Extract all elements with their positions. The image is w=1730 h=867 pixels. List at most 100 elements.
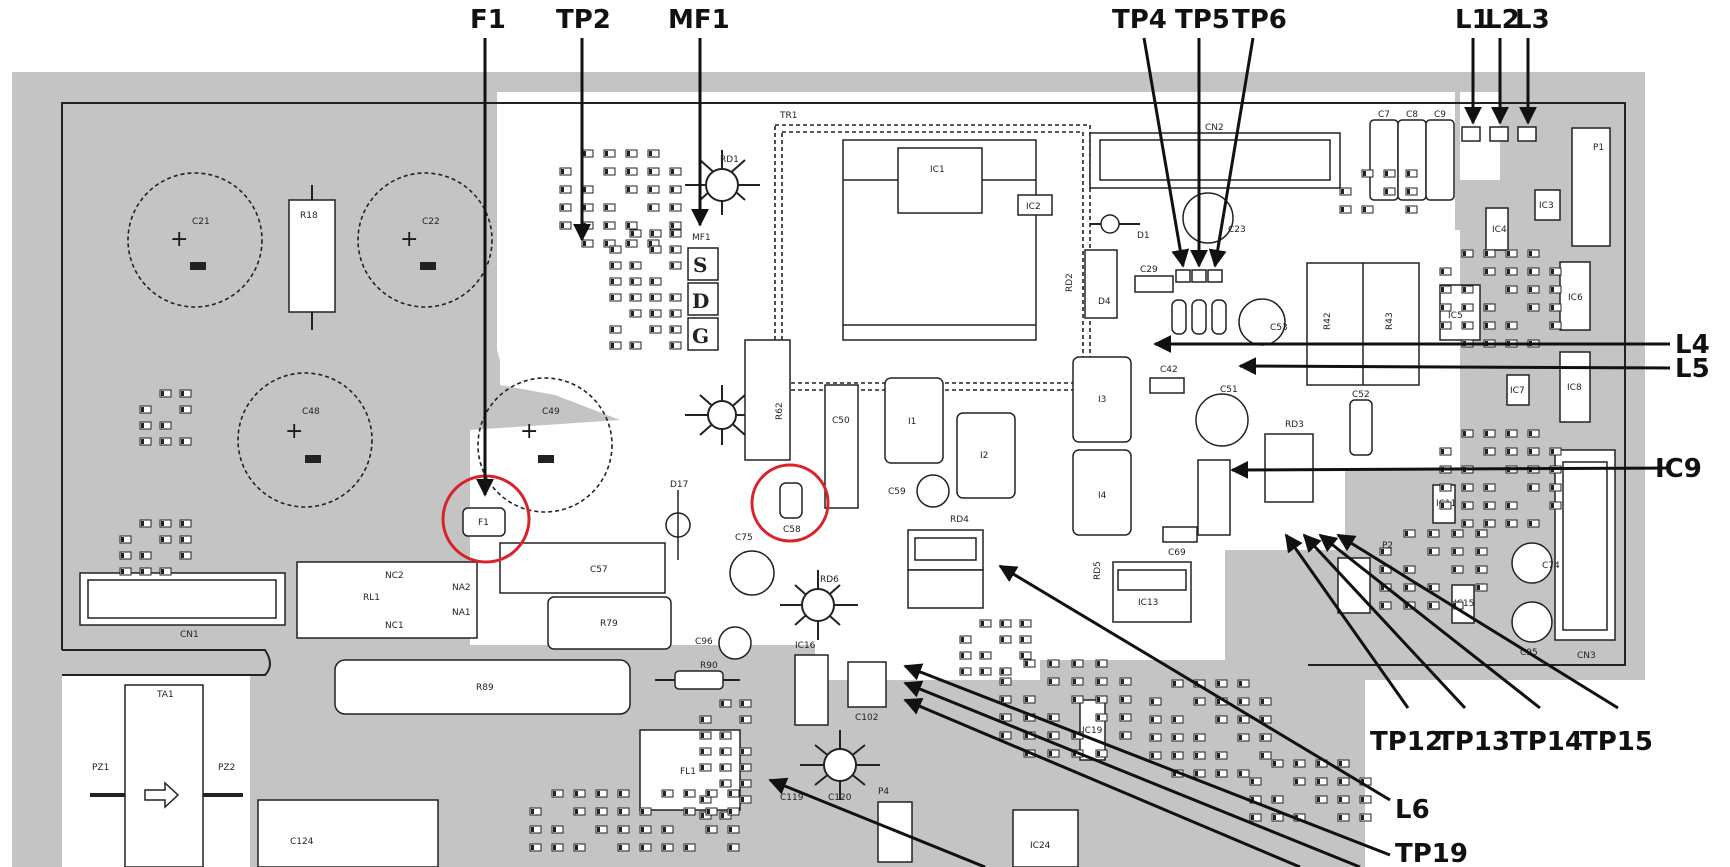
smd-pad-terminal bbox=[1049, 679, 1052, 684]
smd-pad bbox=[649, 309, 662, 318]
svg-text:IC15: IC15 bbox=[1454, 599, 1474, 609]
smd-pad bbox=[669, 229, 682, 238]
smd-pad bbox=[1483, 483, 1496, 492]
smd-pad-terminal bbox=[729, 809, 732, 814]
smd-pad-terminal bbox=[741, 781, 744, 786]
smd-pad-terminal bbox=[1173, 717, 1176, 722]
smd-pad-terminal bbox=[1261, 717, 1264, 722]
smd-pad-terminal bbox=[721, 701, 724, 706]
smd-pad-terminal bbox=[619, 827, 622, 832]
svg-text:RD6: RD6 bbox=[820, 575, 839, 585]
smd-pad bbox=[699, 715, 712, 724]
smd-pad-terminal bbox=[1097, 679, 1100, 684]
smd-pad bbox=[1439, 267, 1452, 276]
smd-pad bbox=[1439, 447, 1452, 456]
smd-pad-terminal bbox=[1001, 697, 1004, 702]
smd-pad-terminal bbox=[553, 791, 556, 796]
smd-pad-terminal bbox=[1381, 549, 1384, 554]
smd-pad-terminal bbox=[1295, 761, 1298, 766]
diode-d17: D17 bbox=[665, 480, 691, 560]
connector-cn2: CN2 bbox=[1089, 123, 1341, 189]
smd-pad-terminal bbox=[631, 343, 634, 348]
resistor-r18: R18 bbox=[288, 185, 336, 330]
smd-pad-terminal bbox=[161, 423, 164, 428]
smd-pad-terminal bbox=[1121, 679, 1124, 684]
smd-pad bbox=[1505, 321, 1518, 330]
smd-pad bbox=[1047, 677, 1060, 686]
smd-pad bbox=[1095, 659, 1108, 668]
smd-pad bbox=[1439, 321, 1452, 330]
svg-text:I2: I2 bbox=[980, 451, 988, 461]
callout-tp2: TP2 bbox=[556, 5, 611, 35]
capacitor-c74: C74 bbox=[1511, 542, 1560, 584]
smd-pad-terminal bbox=[1429, 585, 1432, 590]
smd-pad-terminal bbox=[1463, 431, 1466, 436]
callout-ic9: IC9 bbox=[1655, 454, 1702, 484]
smd-pad-terminal bbox=[1507, 503, 1510, 508]
smd-pad-terminal bbox=[611, 343, 614, 348]
callout-tp19: TP19 bbox=[1395, 839, 1468, 867]
smd-pad bbox=[1383, 187, 1396, 196]
smd-pad bbox=[727, 843, 740, 852]
smd-pad-terminal bbox=[651, 279, 654, 284]
test-points-tp4-tp6 bbox=[1175, 269, 1223, 283]
smd-pad-terminal bbox=[1121, 715, 1124, 720]
smd-pad bbox=[1237, 679, 1250, 688]
smd-pad-terminal bbox=[627, 151, 630, 156]
smd-pad-terminal bbox=[701, 717, 704, 722]
capacitor-c50: C50 bbox=[824, 384, 859, 509]
smd-pad-terminal bbox=[121, 569, 124, 574]
smd-pad-terminal bbox=[1441, 287, 1444, 292]
smd-pad-terminal bbox=[1049, 715, 1052, 720]
smd-pad bbox=[669, 309, 682, 318]
smd-pad bbox=[1461, 321, 1474, 330]
smd-pad bbox=[179, 535, 192, 544]
svg-text:C50: C50 bbox=[832, 416, 850, 426]
smd-pad-terminal bbox=[1097, 751, 1100, 756]
smd-pad-terminal bbox=[631, 231, 634, 236]
smd-pad bbox=[959, 651, 972, 660]
smd-pad-terminal bbox=[1251, 797, 1254, 802]
svg-text:R62: R62 bbox=[775, 402, 785, 420]
smd-pad bbox=[551, 843, 564, 852]
smd-pad bbox=[669, 221, 682, 230]
smd-pad bbox=[1171, 715, 1184, 724]
smd-pad-terminal bbox=[631, 263, 634, 268]
svg-text:C58: C58 bbox=[783, 525, 801, 535]
svg-text:C74: C74 bbox=[1542, 561, 1560, 571]
smd-pad-terminal bbox=[741, 701, 744, 706]
smd-pad-terminal bbox=[1453, 531, 1456, 536]
smd-pad-terminal bbox=[181, 407, 184, 412]
smd-pad-terminal bbox=[1441, 323, 1444, 328]
smd-pad-terminal bbox=[649, 187, 652, 192]
smd-pad bbox=[1019, 635, 1032, 644]
smd-pad bbox=[1237, 769, 1250, 778]
smd-pad-terminal bbox=[1021, 653, 1024, 658]
ic24: IC24 bbox=[1012, 809, 1079, 867]
smd-pad-terminal bbox=[1485, 485, 1488, 490]
smd-pad-terminal bbox=[1239, 681, 1242, 686]
callout-l4: L4 bbox=[1675, 330, 1710, 360]
smd-pad bbox=[1149, 751, 1162, 760]
svg-text:IC8: IC8 bbox=[1567, 383, 1582, 393]
smd-pad bbox=[159, 421, 172, 430]
smd-pad bbox=[739, 795, 752, 804]
resistor-r62: R62 bbox=[744, 339, 791, 461]
svg-text:C102: C102 bbox=[855, 713, 878, 723]
smd-pad-terminal bbox=[575, 845, 578, 850]
callout-mf1: MF1 bbox=[668, 5, 730, 35]
heatsink-rd3: RD3 bbox=[1264, 420, 1314, 503]
callout-arrows bbox=[476, 37, 1671, 867]
smd-pad bbox=[139, 437, 152, 446]
smd-pad-terminal bbox=[583, 187, 586, 192]
smd-pad bbox=[1023, 695, 1036, 704]
smd-pad-terminal bbox=[1121, 733, 1124, 738]
smd-pad bbox=[1149, 697, 1162, 706]
smd-pad-terminal bbox=[597, 791, 600, 796]
smd-pad-terminal bbox=[1195, 735, 1198, 740]
smd-pad bbox=[1439, 501, 1452, 510]
smd-pad bbox=[1215, 751, 1228, 760]
smd-pad-terminal bbox=[1339, 779, 1342, 784]
relay-rl1: RL1 NC2 NC1 NA2 NA1 bbox=[296, 561, 478, 639]
svg-text:NC2: NC2 bbox=[385, 571, 404, 581]
